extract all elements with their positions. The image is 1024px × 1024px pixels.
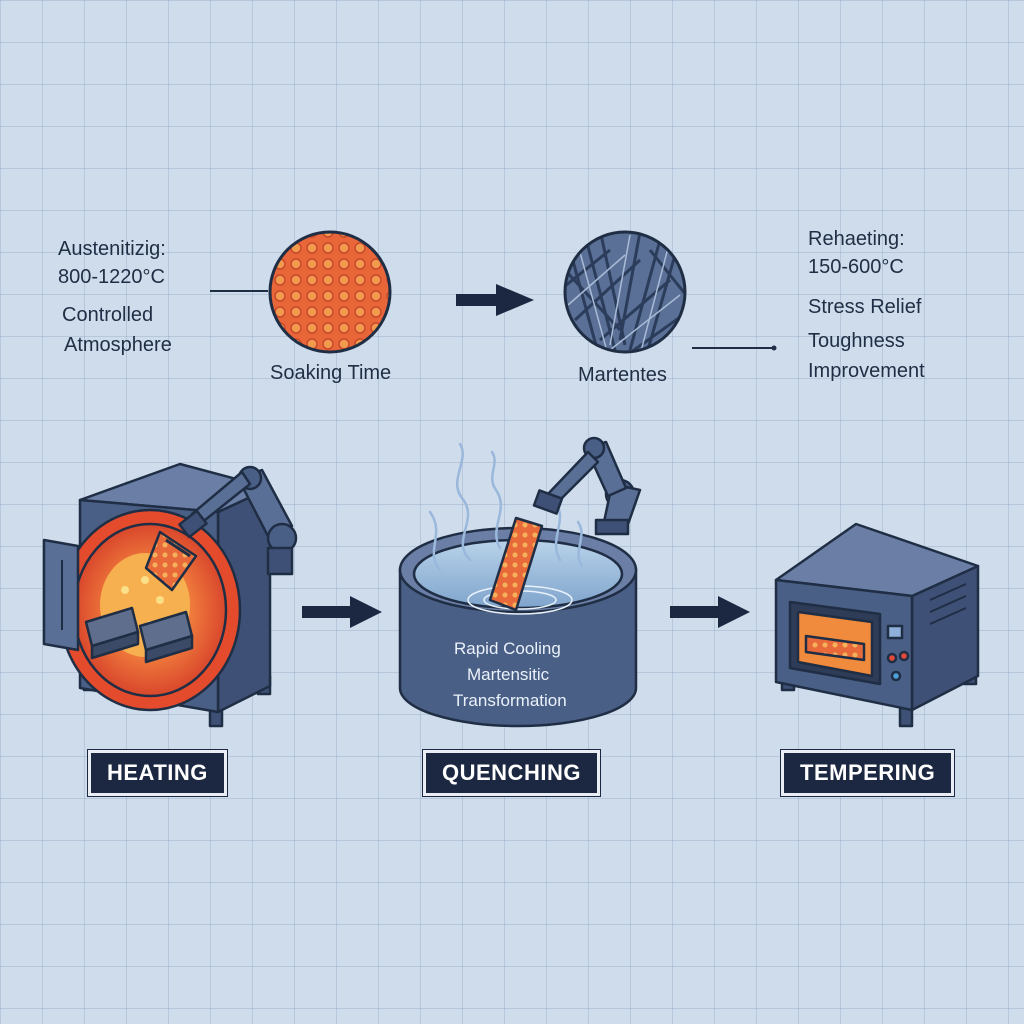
top-arrow-right [456, 284, 534, 316]
reheating-temperature: 150-600°C [808, 256, 904, 278]
martensite-label: Martentes [578, 364, 667, 386]
soaking-time-label: Soaking Time [270, 362, 392, 384]
austenite-grain-circle [268, 230, 392, 354]
stage-label-heating: HEATING [88, 750, 227, 796]
stage-label-quenching: QUENCHING [423, 750, 600, 796]
austenitizing-temperature: 800-1220°C [58, 266, 165, 288]
heating-furnace [42, 462, 298, 728]
austenitizing-atmosphere-1: Controlled [62, 304, 154, 326]
tank-text-transformation: Transformation [453, 691, 567, 710]
heating-to-quenching-arrow [302, 596, 382, 628]
improvement-text: Improvement [808, 360, 925, 382]
martensite-needle-circle [563, 230, 687, 354]
tempering-oven [774, 522, 980, 728]
stage-label-tempering: TEMPERING [781, 750, 955, 796]
austenitizing-title: Austenitizig: [58, 238, 166, 260]
tank-text-rapid-cooling: Rapid Cooling [454, 639, 561, 658]
martensite-leader-line [692, 345, 777, 351]
toughness-text: Toughness [808, 330, 905, 352]
quenching-to-tempering-arrow [670, 596, 750, 628]
reheating-title: Rehaeting: [808, 228, 905, 250]
tank-text-martensitic: Martensitic [467, 665, 550, 684]
austenitizing-atmosphere-2: Atmosphere [64, 334, 172, 356]
stress-relief-text: Stress Relief [808, 296, 922, 318]
quench-robot-arm [488, 436, 642, 612]
